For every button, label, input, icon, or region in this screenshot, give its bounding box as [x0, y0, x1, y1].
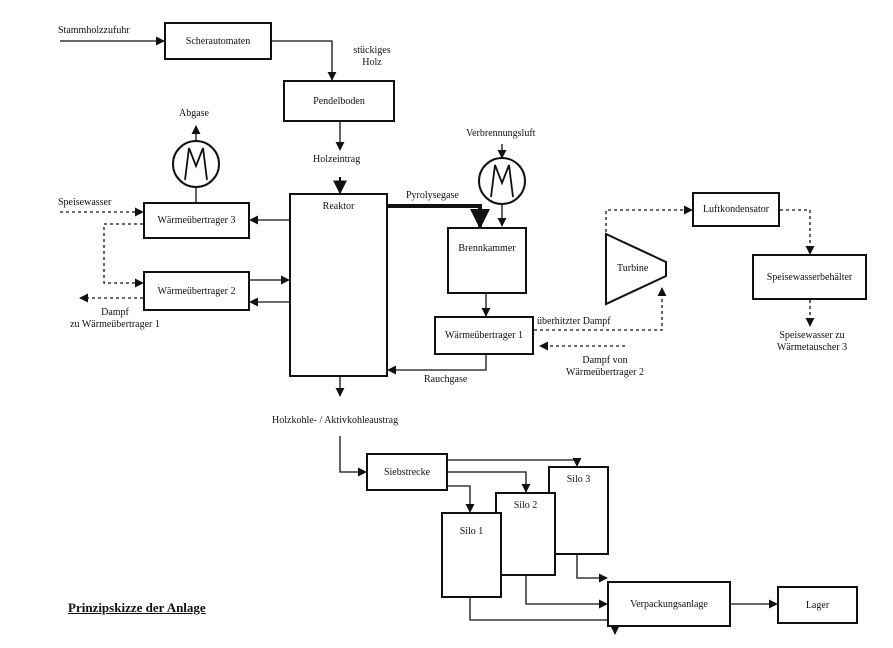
dampf-label: Dampf zu Wärmeübertrager 1 — [60, 307, 170, 331]
speisewasserbehaelter-label: Speisewasserbehälter — [766, 271, 853, 283]
verpackungsanlage-box: Verpackungsanlage — [607, 581, 731, 627]
holz-label: Holz — [362, 57, 382, 68]
speisewasser-zu-line-2: Wärmetauscher 3 — [776, 342, 848, 353]
dampf-line-1: Dampf — [101, 307, 129, 318]
dampf-von-line-2: Wärmeübertrager 2 — [565, 367, 644, 378]
lager-box: Lager — [777, 586, 858, 624]
waermeuebertrager-3-box: Wärmeübertrager 3 — [143, 202, 250, 239]
verbrennungsluft-fan-icon — [478, 157, 526, 205]
speisewasser-label: Speisewasser — [58, 197, 112, 208]
holzkohle-label: Holzkohle- / Aktivkohleaustrag — [272, 415, 399, 426]
dampf-line-2: zu Wärmeübertrager 1 — [70, 319, 160, 330]
stueckiges-holz-label: stückiges Holz — [342, 45, 402, 69]
stammholzzufuhr-label: Stammholzzufuhr — [58, 25, 130, 36]
waermeuebertrager-3-label: Wärmeübertrager 3 — [157, 215, 236, 226]
turbine-shape — [605, 232, 667, 306]
pendelboden-label: Pendelboden — [313, 95, 365, 107]
silo-1-box: Silo 1 — [441, 512, 502, 598]
silo-3-box: Silo 3 — [548, 466, 609, 555]
waermeuebertrager-1-label: Wärmeübertrager 1 — [444, 330, 523, 341]
silo-3-label: Silo 3 — [566, 474, 591, 485]
speisewasserbehaelter-box: Speisewasserbehälter — [752, 254, 867, 300]
silo-2-box: Silo 2 — [495, 492, 556, 576]
arrow-luftkondensator-to-speisewasserbehaelter — [780, 209, 815, 255]
reaktor-box: Reaktor — [289, 193, 388, 377]
arrow-holzkohle-to-siebstrecke — [339, 436, 367, 477]
waermeuebertrager-1-box: Wärmeübertrager 1 — [434, 316, 534, 355]
stueckiges-label: stückiges — [353, 45, 391, 56]
arrow-siebstrecke-to-silo2 — [448, 471, 531, 493]
scherautomaten-box: Scherautomaten — [164, 22, 272, 60]
verbrennungsluft-label: Verbrennungsluft — [466, 128, 536, 139]
arrow-ueberhitzter-dampf — [534, 287, 667, 331]
siebstrecke-label: Siebstrecke — [383, 466, 431, 478]
brennkammer-box: Brennkammer — [447, 227, 527, 294]
waermeuebertrager-2-box: Wärmeübertrager 2 — [143, 271, 250, 311]
holzeintrag-label: Holzeintrag — [313, 154, 361, 165]
verpackungsanlage-label: Verpackungsanlage — [630, 598, 708, 610]
arrow-pyrolysegase — [388, 204, 490, 229]
diagram-title: Prinzipskizze der Anlage — [68, 600, 206, 615]
pyrolysegase-label: Pyrolysegase — [406, 190, 459, 201]
dampf-von-label: Dampf von Wärmeübertrager 2 — [550, 355, 660, 379]
line-wue3-to-wue2 — [103, 223, 144, 288]
speisewasser-zu-label: Speisewasser zu Wärmetauscher 3 — [762, 330, 862, 354]
arrow-siebstrecke-to-silo1 — [448, 485, 475, 513]
scherautomaten-label: Scherautomaten — [185, 35, 251, 47]
rauchgase-label: Rauchgase — [424, 374, 468, 385]
arrow-rauchgase — [387, 355, 487, 375]
abgase-fan-icon — [172, 140, 220, 188]
dampf-von-line-1: Dampf von — [582, 355, 628, 366]
arrow-silo1-to-verpackung — [469, 598, 620, 635]
pendelboden-box: Pendelboden — [283, 80, 395, 122]
silo-1-label: Silo 1 — [459, 526, 484, 537]
silo-2-label: Silo 2 — [513, 500, 538, 511]
arrow-siebstrecke-to-silo3 — [448, 457, 582, 467]
arrow-silo3-to-verpackung — [576, 555, 608, 583]
abgase-label: Abgase — [179, 108, 209, 119]
ueberhitzter-dampf-label: überhitzter Dampf — [537, 316, 611, 327]
arrow-silo2-to-verpackung — [525, 576, 608, 609]
brennkammer-label: Brennkammer — [458, 243, 516, 254]
waermeuebertrager-2-label: Wärmeübertrager 2 — [157, 285, 236, 297]
reaktor-label: Reaktor — [322, 201, 355, 212]
lager-label: Lager — [805, 599, 830, 611]
turbine-label: Turbine — [617, 263, 649, 274]
luftkondensator-label: Luftkondensator — [702, 204, 770, 215]
luftkondensator-box: Luftkondensator — [692, 192, 780, 227]
siebstrecke-box: Siebstrecke — [366, 453, 448, 491]
arrow-scher-to-pendel — [272, 40, 337, 81]
speisewasser-zu-line-1: Speisewasser zu — [779, 330, 845, 341]
